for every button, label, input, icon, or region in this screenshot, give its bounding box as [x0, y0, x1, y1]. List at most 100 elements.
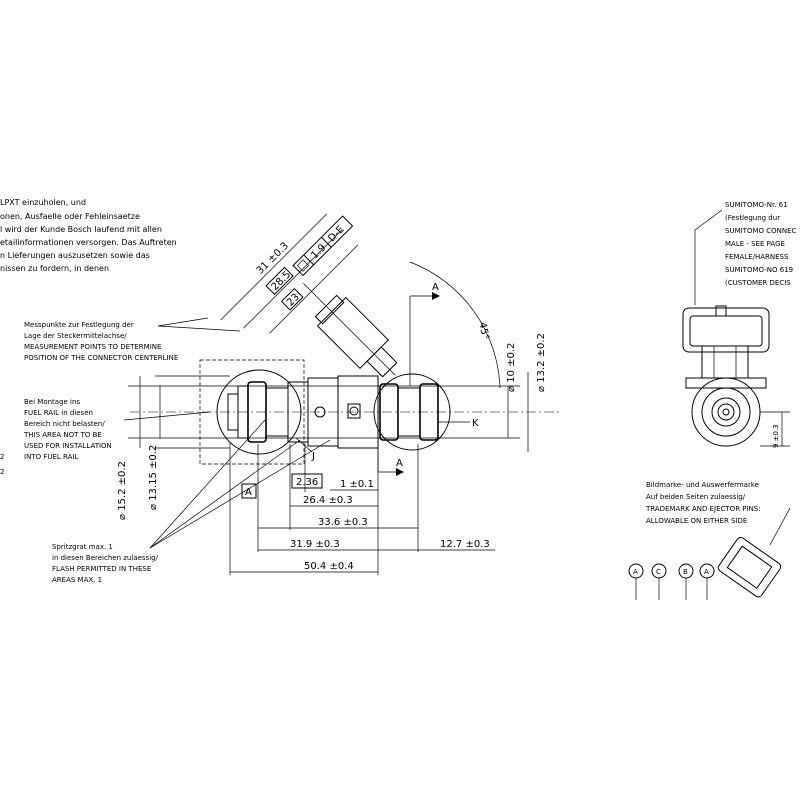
dim-50-4: 50.4 ±0.4: [304, 561, 354, 572]
note-line: USED FOR INSTALLATION: [24, 442, 112, 450]
note-line: in diesen Bereichen zulaessig/: [52, 554, 159, 562]
dim-d15-2: ⌀ 15.2 ±0.2: [117, 461, 128, 520]
injector-side-view: A A K J 45°: [128, 261, 560, 476]
tol-divider: [321, 236, 332, 248]
note-line: Bildmarke- und Auswerfermarke: [646, 481, 759, 489]
note-line: SUMITOMO-Nr. 61: [725, 201, 788, 209]
note-line: POSITION OF THE CONNECTOR CENTERLINE: [24, 354, 178, 362]
note-line: (Festlegung dur: [725, 214, 780, 222]
dim-d13-15: ⌀ 13.15 ±0.2: [148, 445, 159, 510]
injector-end-view: 9 ±0.3: [682, 305, 790, 448]
end-flange: [685, 377, 767, 389]
connector: [303, 283, 398, 378]
partial-connector-inner: [726, 545, 773, 589]
dim-12-7: 12.7 ±0.3: [440, 539, 490, 550]
top-left-notes: LPXT einzuholen, und onen, Ausfaelle ode…: [0, 198, 177, 273]
detail-circle-left: [216, 369, 302, 455]
end-latch: [715, 305, 727, 317]
dim-1: 1 ±0.1: [340, 479, 374, 490]
note-line: Lage der Steckermittelachse/: [24, 332, 127, 340]
circled-label-text: A: [633, 568, 638, 576]
section-label-a: A: [432, 282, 439, 293]
partial-connector-body: [717, 536, 782, 598]
leader-line: [149, 439, 301, 549]
end-connector-inner: [689, 315, 763, 347]
note-line: nissen zu fordern, in denen: [0, 264, 109, 273]
side-mark: 2: [0, 468, 4, 476]
installation-note: Bei Montage ins FUEL RAIL in diesen Bere…: [23, 398, 211, 461]
top-right-notes: SUMITOMO-Nr. 61 (Festlegung dur SUMITOMO…: [694, 201, 797, 305]
circled-label-text: B: [683, 568, 688, 576]
tol-divider: [303, 254, 314, 266]
section-arrow: [396, 468, 404, 476]
note-line: onen, Ausfaelle oder Fehleinsaetze: [0, 212, 140, 221]
dim-33-6: 33.6 ±0.3: [318, 517, 368, 528]
leader-line: [157, 317, 209, 327]
dim-d13-2: ⌀ 13.2 ±0.2: [536, 333, 547, 392]
dim-2-36: 2.36: [296, 477, 318, 488]
end-nozzle-hole: [722, 408, 730, 416]
section-label-a: A: [396, 458, 403, 469]
end-nozzle: [717, 403, 735, 421]
fuel-rail-zone: [199, 359, 305, 465]
end-body-mid: [701, 387, 751, 437]
body-coil: [337, 375, 379, 449]
measurement-points-note: Messpunkte zur Festlegung der Lage der S…: [24, 317, 241, 362]
note-line: FEMALE/HARNESS: [725, 253, 789, 261]
dim-9: 9 ±0.3: [772, 424, 780, 448]
note-line: etailinformationen versorgen. Das Auftre…: [0, 238, 177, 247]
side-mark: 2: [0, 453, 4, 461]
tol-frame-box: [292, 215, 354, 277]
tolerance-frame: 1.9 D-E: [292, 215, 354, 277]
note-line: n Lieferungen auszusetzen sowie das: [0, 251, 150, 260]
datum-box: [241, 483, 257, 499]
note-line: Bereich nicht belasten/: [24, 420, 105, 428]
note-line: AREAS MAX. 1: [52, 576, 102, 584]
tol-value: 1.9: [309, 242, 328, 261]
leader-line: [149, 439, 331, 549]
circled-labels: A C B A: [628, 563, 715, 600]
note-line: INTO FUEL RAIL: [24, 453, 78, 461]
note-line: Spritzgrat max. 1: [52, 543, 113, 551]
angle-arc: [409, 261, 501, 389]
dim-line: [243, 229, 343, 329]
end-neck: [701, 345, 749, 379]
leader-line: [694, 209, 723, 305]
note-line: Bei Montage ins: [24, 398, 80, 406]
clip-hole: [349, 406, 359, 416]
note-line: THIS AREA NOT TO BE: [23, 431, 102, 439]
flash-note: Spritzgrat max. 1 in diesen Bereichen zu…: [52, 419, 331, 584]
note-line: (CUSTOMER DECIS: [725, 279, 791, 287]
note-line: TRADEMARK AND EJECTOR PINS:: [645, 505, 761, 513]
dim-line: [269, 244, 359, 334]
dim-box: [291, 473, 323, 489]
tol-ref: D-E: [326, 224, 346, 244]
length-dimensions: A 2.36 1 ±0.1 26.4 ±0.3 33.6 ±0.3 31.9 ±…: [229, 442, 495, 575]
body-clip: [347, 403, 361, 419]
partial-connector-view: [717, 536, 782, 598]
detail-circle-right: [373, 373, 451, 451]
label-j: J: [311, 451, 315, 462]
dim-box: [280, 287, 304, 311]
connector-axis: [303, 283, 396, 376]
note-line: l wird der Kunde Bosch laufend mit allen: [0, 225, 162, 234]
section-arrow: [432, 292, 440, 300]
right-oring-2: [419, 383, 439, 441]
body-hole: [314, 406, 326, 418]
note-line: FLASH PERMITTED IN THESE: [52, 565, 151, 573]
note-line: Auf beiden Seiten zulaessig/: [646, 493, 746, 501]
position-symbol-icon: [296, 259, 310, 272]
dim-d10: ⌀ 10 ±0.2: [506, 343, 517, 392]
note-line: SUMITOMO-NO 619: [725, 266, 793, 274]
dim-31-9: 31.9 ±0.3: [290, 539, 340, 550]
note-line: Messpunkte zur Festlegung der: [24, 321, 134, 329]
note-line: MEASUREMENT POINTS TO DETERMINE: [24, 343, 161, 351]
dim-box: [265, 266, 294, 296]
trademark-note: Bildmarke- und Auswerfermarke Auf beiden…: [645, 481, 791, 546]
dim-26-4: 26.4 ±0.3: [303, 495, 353, 506]
diameter-dimensions: ⌀ 15.2 ±0.2 ⌀ 13.15 ±0.2 ⌀ 10 ±0.2 ⌀ 13.…: [117, 333, 547, 520]
circled-label-text: C: [656, 568, 661, 576]
leader-line: [123, 411, 211, 421]
angle-label: 45°: [476, 321, 490, 340]
